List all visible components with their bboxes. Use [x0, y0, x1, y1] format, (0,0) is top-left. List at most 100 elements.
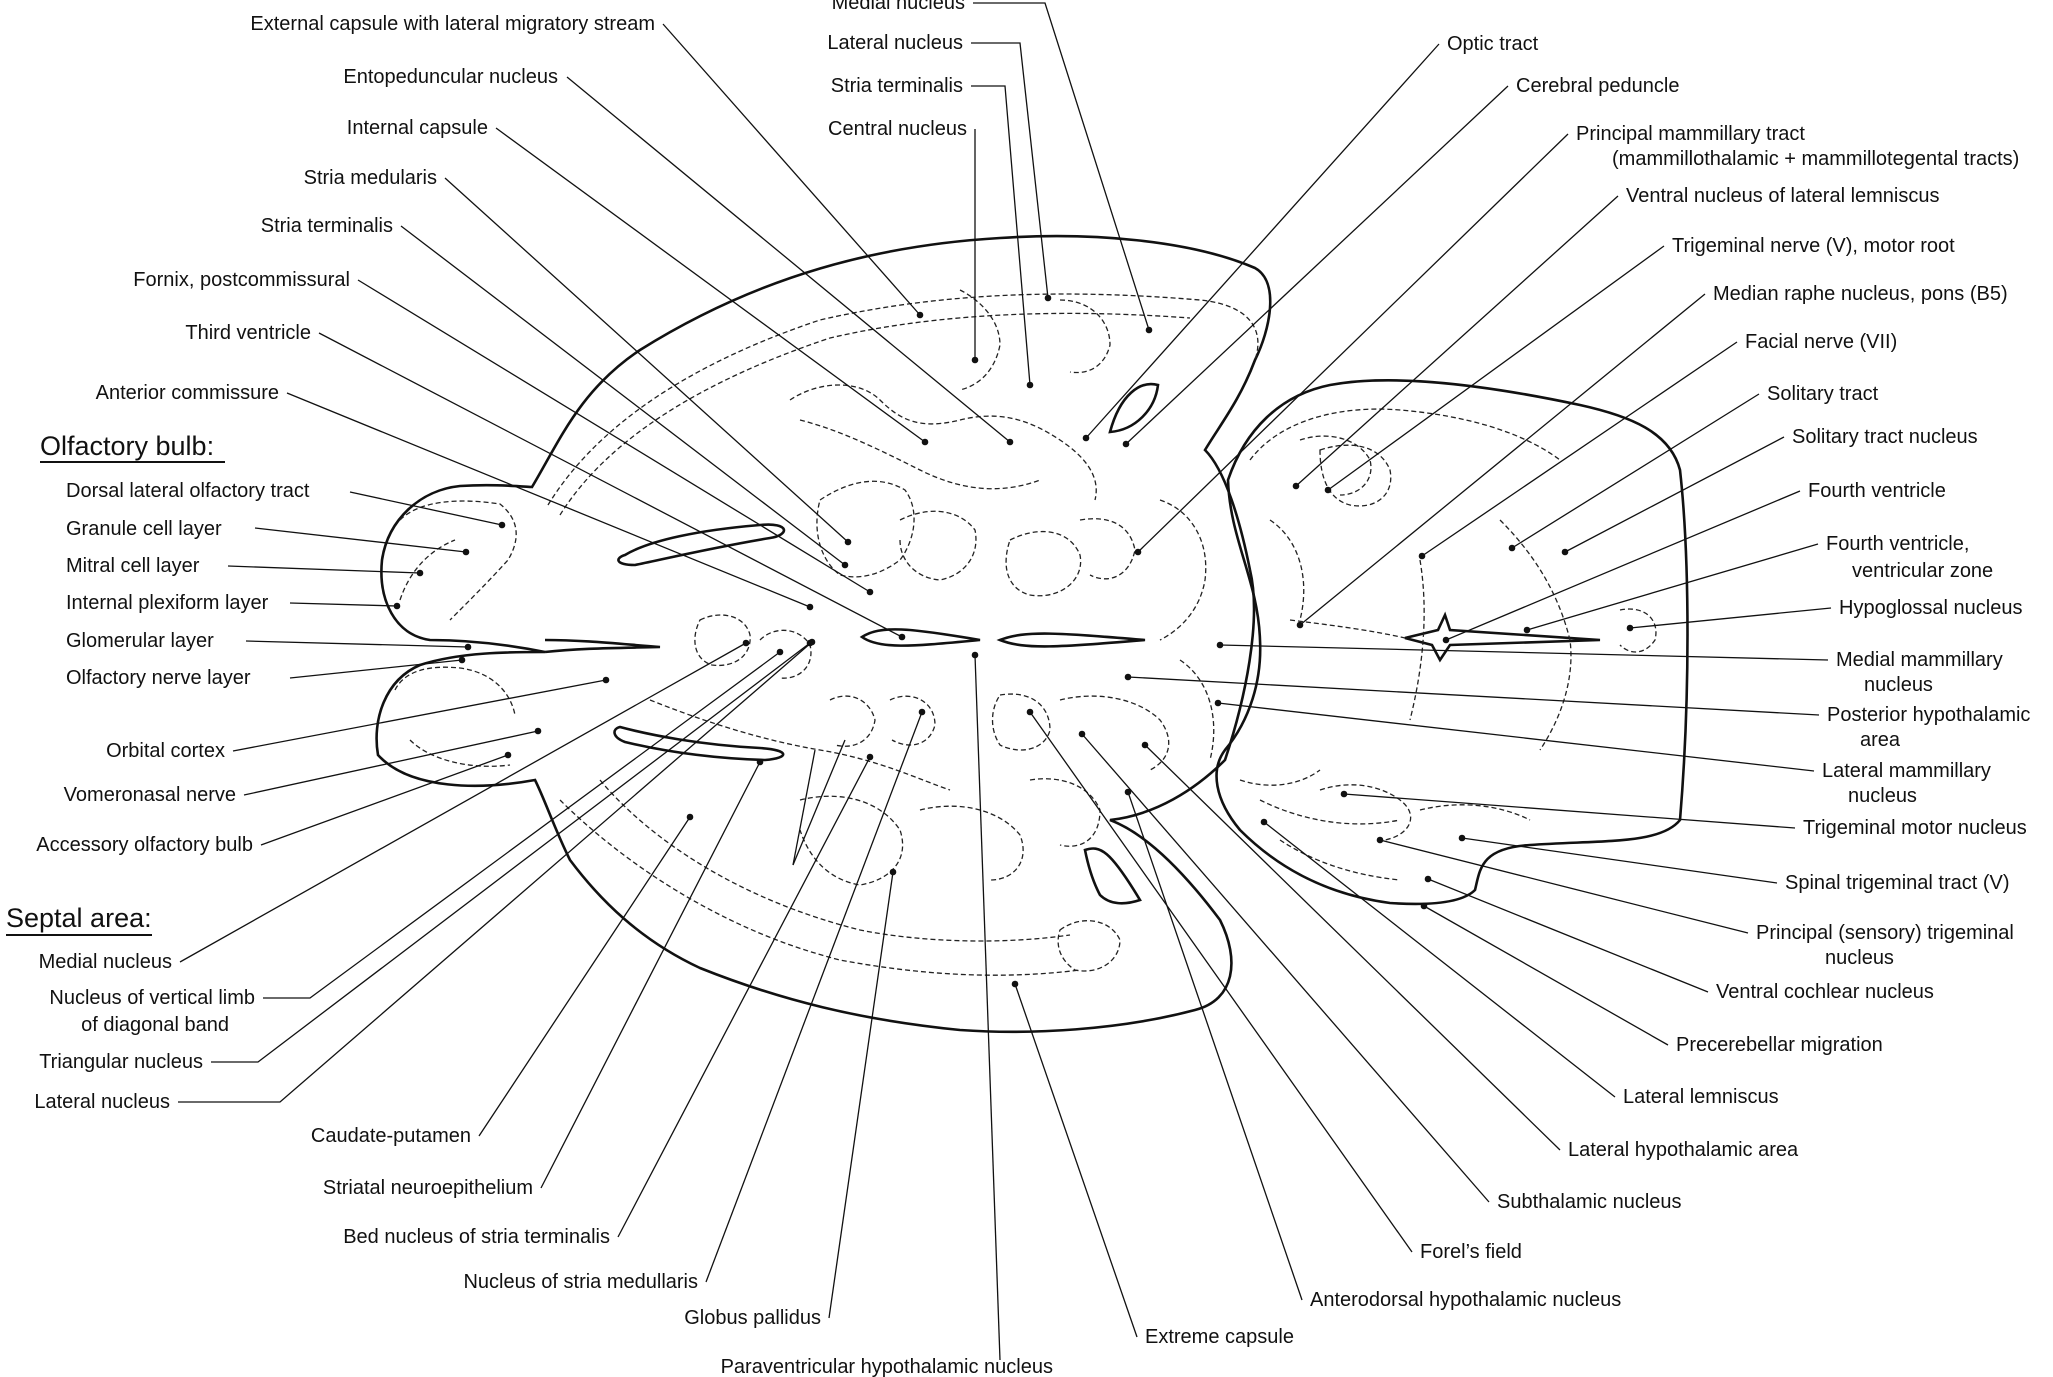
leader-line: [263, 651, 781, 999]
structure-dot: [898, 633, 906, 641]
leader-line: [286, 392, 811, 608]
label-ventricular-zone: ventricular zone: [1852, 560, 1993, 582]
structure-dot: [1082, 434, 1090, 442]
leader-line: [1379, 839, 1749, 934]
structure-dot: [1260, 818, 1268, 826]
label-olfactory-nerve-layer: Olfactory nerve layer: [66, 667, 251, 689]
structure-dot: [808, 638, 816, 646]
structure-dot: [1044, 294, 1052, 302]
structure-dot: [464, 643, 472, 651]
label-fourth-ventricle-vz: Fourth ventricle,: [1826, 533, 1969, 555]
label-orbital-cortex: Orbital cortex: [106, 740, 225, 762]
label-optic-tract: Optic tract: [1447, 33, 1539, 55]
label-principal-sensory-trigeminal-nucleus: nucleus: [1825, 947, 1894, 969]
structure-dot: [1424, 875, 1432, 883]
cerebral-peduncle-cut: [1083, 847, 1142, 905]
structure-dot: [806, 603, 814, 611]
label-stria-terminalis-left: Stria terminalis: [261, 215, 393, 237]
label-internal-capsule: Internal capsule: [347, 117, 488, 139]
label-solitary-tract-nucleus: Solitary tract nucleus: [1792, 426, 1978, 448]
structure-dot: [1523, 626, 1531, 634]
leader-line: [971, 42, 1049, 299]
label-septal-lateral-nucleus: Lateral nucleus: [34, 1091, 170, 1113]
leader-line: [617, 756, 871, 1238]
label-ventral-nucleus-lateral-lemniscus: Ventral nucleus of lateral lemniscus: [1626, 185, 1940, 207]
leader-line: [1263, 821, 1616, 1098]
leader-line: [227, 565, 421, 574]
structure-dot: [971, 651, 979, 659]
leader-line: [1629, 607, 1832, 629]
structure-dot: [1420, 902, 1428, 910]
leader-line: [1217, 702, 1815, 772]
structure-dot: [1141, 741, 1149, 749]
structure-dot: [1324, 486, 1332, 494]
label-nucleus-vertical-limb: Nucleus of vertical limb: [49, 987, 255, 1009]
leader-line: [974, 654, 1001, 1361]
label-lateral-lemniscus: Lateral lemniscus: [1623, 1086, 1779, 1108]
label-central-nucleus: Central nucleus: [828, 118, 967, 140]
leader-line: [1081, 733, 1490, 1203]
leader-line: [1343, 793, 1796, 829]
structure-dot: [498, 521, 506, 529]
label-fornix-postcommissural: Fornix, postcommissural: [133, 269, 350, 291]
structure-dot: [686, 813, 694, 821]
structure-dot: [1078, 730, 1086, 738]
label-spinal-trigeminal-tract: Spinal trigeminal tract (V): [1785, 872, 2010, 894]
label-mammillothalamic-tracts: (mammillothalamic + mammillotegental tra…: [1612, 148, 2019, 170]
label-stria-medularis: Stria medularis: [304, 167, 437, 189]
structure-dot: [866, 753, 874, 761]
leader-line: [1423, 905, 1669, 1046]
heading-olfactory-bulb: Olfactory bulb:: [40, 431, 214, 461]
leader-line: [1526, 543, 1819, 631]
leader-line: [1144, 744, 1561, 1151]
label-facial-nerve: Facial nerve (VII): [1745, 331, 1897, 353]
label-fourth-ventricle: Fourth ventricle: [1808, 480, 1946, 502]
structure-dot: [1458, 834, 1466, 842]
leader-line: [232, 679, 607, 752]
label-vomeronasal-nerve: Vomeronasal nerve: [64, 784, 236, 806]
label-external-capsule: External capsule with lateral migratory …: [250, 13, 655, 35]
label-median-raphe-nucleus: Median raphe nucleus, pons (B5): [1713, 283, 2008, 305]
label-diagonal-band: of diagonal band: [81, 1014, 229, 1036]
leader-line: [792, 739, 846, 866]
leader-line: [1445, 490, 1801, 641]
label-nucleus-stria-medullaris: Nucleus of stria medullaris: [463, 1271, 698, 1293]
label-cerebral-peduncle: Cerebral peduncle: [1516, 75, 1679, 97]
label-anterodorsal-hypothalamic-nucleus: Anterodorsal hypothalamic nucleus: [1310, 1289, 1621, 1311]
leader-line: [792, 749, 816, 866]
structure-dot: [1122, 440, 1130, 448]
lateral-ventricle-upper: [617, 523, 786, 567]
leader-line: [1127, 676, 1820, 716]
structure-dots: [393, 294, 1634, 988]
leader-line: [400, 225, 846, 566]
leader-line: [1461, 837, 1778, 884]
leader-line: [444, 177, 849, 543]
label-medial-mammillary-nucleus: nucleus: [1864, 674, 1933, 696]
label-caudate-putamen: Caudate-putamen: [311, 1125, 471, 1147]
structure-dot: [1561, 548, 1569, 556]
leader-line: [1427, 878, 1709, 993]
structure-dot: [602, 676, 610, 684]
optic-tract-cut: [1108, 382, 1160, 434]
label-extreme-capsule: Extreme capsule: [1145, 1326, 1294, 1348]
label-ventral-cochlear-nucleus: Ventral cochlear nucleus: [1716, 981, 1934, 1003]
leader-line: [1029, 711, 1413, 1253]
structure-dot: [1292, 482, 1300, 490]
structure-dot: [971, 356, 979, 364]
label-mitral-cell-layer: Mitral cell layer: [66, 555, 200, 577]
label-striatal-neuroepithelium: Striatal neuroepithelium: [323, 1177, 533, 1199]
label-lateral-mammillary: Lateral mammillary: [1822, 760, 1991, 782]
label-posterior-hypothalamic: Posterior hypothalamic: [1827, 704, 2030, 726]
internal-boundaries: [394, 289, 1657, 976]
label-posterior-hypothalamic-area: area: [1860, 729, 1901, 751]
structure-dot: [841, 561, 849, 569]
lateral-ventricle-lower: [613, 725, 785, 762]
leader-line: [1299, 293, 1706, 626]
label-trigeminal-motor-nucleus: Trigeminal motor nucleus: [1803, 817, 2027, 839]
leader-line: [243, 730, 539, 796]
section-outlines: [375, 234, 1689, 1034]
leader-line: [1421, 341, 1738, 557]
olfactory-notch: [544, 638, 661, 654]
